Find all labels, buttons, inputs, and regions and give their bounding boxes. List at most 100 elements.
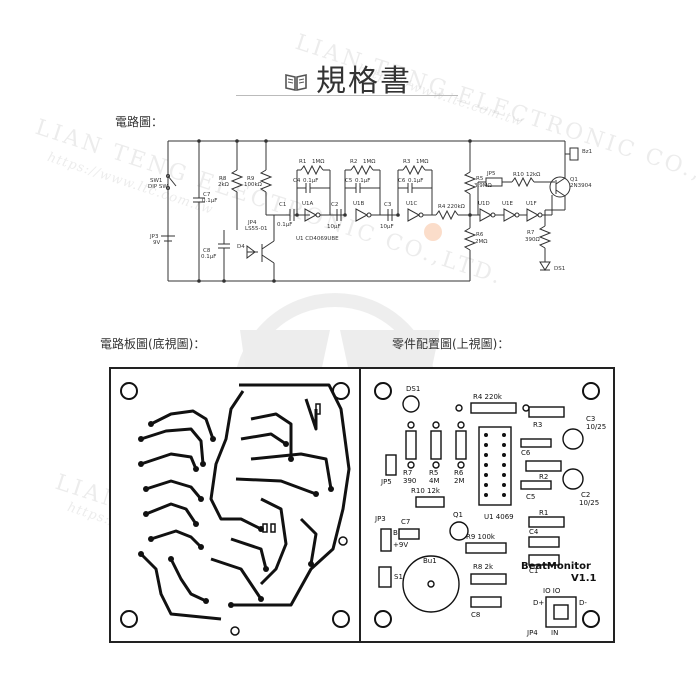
jp4-silk: JP4 bbox=[526, 629, 538, 637]
jp4-in-silk: IN bbox=[551, 629, 558, 637]
c6-silk: C6 bbox=[521, 449, 531, 457]
c3-silk: C3 bbox=[586, 415, 595, 423]
r6-ref: R6 bbox=[476, 232, 484, 238]
c8-silk: C8 bbox=[471, 611, 480, 619]
r3-val: 1MΩ bbox=[416, 159, 428, 165]
board-version: V1.1 bbox=[571, 573, 596, 584]
jp4-val: LS55-01 bbox=[245, 226, 268, 232]
jp4-pins-silk: IO IO bbox=[543, 587, 561, 595]
r6-silk: R6 bbox=[454, 469, 464, 477]
c8-ref: C8 bbox=[203, 248, 211, 254]
r4-ref: R4 bbox=[438, 204, 446, 210]
u1b-label: U1B bbox=[353, 201, 365, 207]
c4-val: 0.1μF bbox=[303, 178, 318, 184]
component-layout-label: 零件配置圖(上視圖)： bbox=[392, 337, 510, 351]
r9-ref: R9 bbox=[247, 176, 255, 182]
c2-val-silk: 10/25 bbox=[579, 499, 599, 507]
jp5-ref: JP5 bbox=[486, 171, 496, 177]
component-layout-view: DS1 R4 220k R3 C3 10/25 R7 390 R5 4M R6 … bbox=[359, 367, 615, 643]
jp4-ref: JP4 bbox=[247, 220, 257, 226]
jp4-dminus-silk: D- bbox=[579, 599, 587, 607]
d4-ref: D4 bbox=[237, 244, 245, 250]
r7-silk: R7 bbox=[403, 469, 412, 477]
c8-val: 0.1μF bbox=[201, 254, 216, 260]
r2-val: 1MΩ bbox=[363, 159, 375, 165]
c7-silk: C7 bbox=[401, 518, 410, 526]
r7-val: 390Ω bbox=[525, 237, 540, 243]
r5-val: 3.9MΩ bbox=[474, 183, 492, 189]
c2-val: 10μF bbox=[327, 224, 341, 230]
r6-val: 2MΩ bbox=[475, 239, 487, 245]
jp3-ref: JP3 bbox=[149, 234, 159, 240]
jp3-b-silk: B bbox=[393, 529, 398, 537]
c4-ref: C4 bbox=[293, 178, 301, 184]
q1-silk: Q1 bbox=[453, 511, 463, 519]
c3-val-silk: 10/25 bbox=[586, 423, 606, 431]
r1-silk: R1 bbox=[539, 509, 548, 517]
ds1-ref: DS1 bbox=[554, 266, 565, 272]
jp3-pos-silk: +9V bbox=[393, 541, 408, 549]
ds1-silk: DS1 bbox=[406, 385, 420, 393]
r3-silk: R3 bbox=[533, 421, 542, 429]
u1-value: U1 CD4069UBE bbox=[296, 236, 339, 242]
c7-ref: C7 bbox=[203, 192, 211, 198]
jp3-silk: JP3 bbox=[374, 515, 386, 523]
c2-silk: C2 bbox=[581, 491, 590, 499]
c2-ref: C2 bbox=[331, 202, 338, 208]
r9-val: 100kΩ bbox=[244, 182, 262, 188]
r8-val: 2kΩ bbox=[218, 182, 229, 188]
jp3-val: 9V bbox=[153, 240, 160, 246]
q1-val: 2N3904 bbox=[570, 183, 592, 189]
r4-silk: R4 220k bbox=[473, 393, 503, 401]
pcb-trace-drawing bbox=[120, 382, 351, 636]
jp4-dplus-silk: D+ bbox=[533, 599, 544, 607]
bz1-ref: Bz1 bbox=[582, 149, 592, 155]
page-title-text: 規格書 bbox=[316, 64, 412, 99]
c5-val: 0.1μF bbox=[355, 178, 370, 184]
r10-silk: R10 12k bbox=[411, 487, 441, 495]
c6-val: 0.1μF bbox=[408, 178, 423, 184]
r6-val-silk: 2M bbox=[454, 477, 465, 485]
r9-silk: R9 100k bbox=[466, 533, 496, 541]
r8-ref: R8 bbox=[219, 176, 227, 182]
c5-silk: C5 bbox=[526, 493, 535, 501]
sw1-ref: SW1 bbox=[150, 178, 162, 184]
u1f-label: U1F bbox=[526, 201, 537, 207]
pcb-bottom-view bbox=[109, 367, 361, 643]
r4-val: 220kΩ bbox=[447, 204, 465, 210]
title-underline bbox=[236, 95, 458, 96]
bz1-silk: Bu1 bbox=[423, 557, 437, 565]
component-layout-drawing: DS1 R4 220k R3 C3 10/25 R7 390 R5 4M R6 … bbox=[374, 382, 606, 637]
r7-val-silk: 390 bbox=[403, 477, 416, 485]
c7-val: 0.1μF bbox=[202, 198, 217, 204]
book-icon bbox=[284, 65, 308, 100]
pcb-bottom-label: 電路板圖(底視圖)： bbox=[100, 337, 206, 351]
jp5-silk: JP5 bbox=[380, 478, 392, 486]
u1c-label: U1C bbox=[406, 201, 418, 207]
s1-silk: S1 bbox=[394, 573, 403, 581]
r1-val: 1MΩ bbox=[312, 159, 324, 165]
sw1-val: DIP SW bbox=[148, 184, 168, 190]
page-title: 規格書 bbox=[0, 56, 696, 100]
r8-silk: R8 2k bbox=[473, 563, 494, 571]
r5-ref: R5 bbox=[476, 176, 484, 182]
r10-ref: R10 bbox=[513, 172, 524, 178]
c1-ref: C1 bbox=[279, 202, 286, 208]
u1e-label: U1E bbox=[502, 201, 514, 207]
c5-ref: C5 bbox=[345, 178, 353, 184]
c1-val: 0.1μF bbox=[277, 222, 292, 228]
c3-val: 10μF bbox=[380, 224, 394, 230]
c4-silk: C4 bbox=[529, 528, 539, 536]
r3-ref: R3 bbox=[403, 159, 411, 165]
schematic-label: 電路圖： bbox=[115, 115, 164, 129]
r7-ref: R7 bbox=[527, 230, 535, 236]
r5-val-silk: 4M bbox=[429, 477, 440, 485]
c3-ref: C3 bbox=[384, 202, 392, 208]
r1-ref: R1 bbox=[299, 159, 306, 165]
light-glow bbox=[424, 223, 442, 241]
board-name: BeatMonitor bbox=[521, 561, 591, 572]
r2-silk: R2 bbox=[539, 473, 548, 481]
c6-ref: C6 bbox=[398, 178, 406, 184]
r5-silk: R5 bbox=[429, 469, 438, 477]
r2-ref: R2 bbox=[350, 159, 357, 165]
